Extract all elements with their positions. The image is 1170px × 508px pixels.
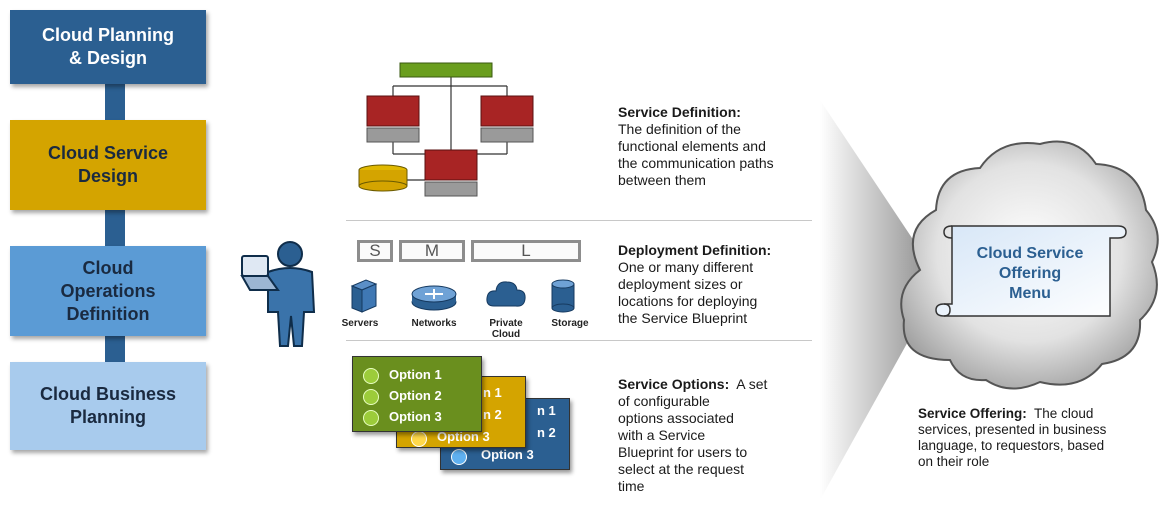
service-options-title: Service Options: — [618, 376, 730, 392]
desc-line: One or many different — [618, 259, 754, 275]
option-label: Option 2 — [389, 388, 442, 403]
diagram-node-shadow — [480, 127, 534, 143]
desc-line: A set — [729, 376, 768, 392]
option-label: Option 1 — [389, 367, 442, 382]
desc-line: select at the request — [618, 461, 745, 477]
resource-label-servers: Servers — [330, 318, 390, 329]
connector-3-4 — [105, 335, 125, 363]
resource-label: Networks — [411, 318, 457, 329]
resource-label-networks: Networks — [404, 318, 464, 329]
desc-line: time — [618, 478, 645, 494]
deployment-definition-title: Deployment Definition: — [618, 242, 772, 258]
diagram-node — [366, 95, 420, 127]
size-label: L — [521, 241, 531, 260]
step-cloud-business-planning: Cloud Business Planning — [10, 362, 206, 450]
desc-line: functional elements and — [618, 138, 766, 154]
option-radio-icon — [363, 368, 379, 384]
step-label: Cloud Service — [47, 143, 169, 163]
step-label: Planning — [70, 407, 146, 427]
step-label: Operations — [60, 280, 156, 301]
diagram-node-shadow — [366, 127, 420, 143]
option-radio-icon — [451, 449, 467, 465]
storage-icon — [551, 279, 575, 313]
resource-label: Servers — [341, 318, 379, 329]
option-label: n 1 — [537, 403, 556, 418]
size-label: S — [369, 241, 381, 260]
desc-line: with a Service — [618, 427, 706, 443]
step-cloud-operations-definition: Cloud Operations Definition — [10, 246, 206, 336]
service-definition-title: Service Definition: — [618, 104, 741, 120]
size-label: M — [424, 241, 440, 260]
service-offering-title: Service Offering: — [918, 406, 1027, 421]
step-label: Cloud — [82, 257, 134, 278]
funnel-arrow — [820, 100, 920, 500]
private-cloud-icon — [486, 281, 526, 307]
option-label: n 2 — [483, 407, 502, 422]
desc-line: between them — [618, 172, 706, 188]
service-options-text: Service Options: A set of configurable o… — [618, 376, 767, 495]
deployment-definition-text: Deployment Definition: One or many diffe… — [618, 242, 771, 327]
diagram-root-node — [399, 62, 493, 78]
menu-title: Cloud Service Offering Menu — [954, 244, 1106, 304]
database-icon — [358, 180, 408, 192]
option-radio-icon — [363, 389, 379, 405]
section-divider — [346, 220, 812, 221]
resource-label-private-cloud: Private Cloud — [476, 318, 536, 340]
option-radio-icon — [363, 410, 379, 426]
server-icon — [350, 279, 378, 313]
service-definition-text: Service Definition: The definition of th… — [618, 104, 774, 189]
diagram-node — [480, 95, 534, 127]
service-blueprint-diagram — [358, 62, 534, 197]
desc-line: deployment sizes or — [618, 276, 743, 292]
network-router-icon — [411, 285, 457, 311]
size-large-box: L — [471, 240, 581, 262]
menu-label: Offering — [998, 265, 1062, 282]
step-label: Definition — [66, 303, 150, 324]
desc-line: on their role — [918, 454, 990, 469]
option-radio-icon — [411, 431, 427, 447]
option-card-front: Option 1 Option 2 Option 3 — [352, 356, 482, 432]
option-label: n 2 — [537, 425, 556, 440]
diagram-node — [424, 149, 478, 181]
desc-line: Blueprint for users to — [618, 444, 748, 460]
size-small-box: S — [357, 240, 393, 262]
size-medium-box: M — [399, 240, 465, 262]
option-label: Option 3 — [481, 447, 534, 462]
step-label: Cloud Business — [39, 384, 177, 404]
step-cloud-service-design: Cloud Service Design — [10, 120, 206, 210]
menu-label: Cloud Service — [976, 245, 1084, 262]
step-label: Cloud Planning — [42, 25, 174, 45]
user-with-laptop-icon — [240, 241, 316, 347]
desc-line: of configurable — [618, 393, 710, 409]
resource-label: Private — [489, 318, 523, 329]
connector-1-2 — [105, 83, 125, 121]
resource-label: Storage — [551, 318, 589, 329]
scroll-menu-icon — [935, 225, 1127, 317]
menu-label: Menu — [1009, 285, 1051, 302]
desc-line: The cloud — [1026, 406, 1094, 421]
resource-label: Cloud — [491, 329, 521, 340]
step-label: & Design — [68, 48, 147, 68]
desc-line: locations for deploying — [618, 293, 758, 309]
step-label: Design — [77, 166, 138, 186]
service-offering-text: Service Offering: The cloud services, pr… — [918, 406, 1106, 470]
desc-line: the Service Blueprint — [618, 310, 748, 326]
option-label: Option 3 — [389, 409, 442, 424]
option-label: n 1 — [483, 385, 502, 400]
resource-label-storage: Storage — [540, 318, 600, 329]
desc-line: The definition of the — [618, 121, 741, 137]
connector-2-3 — [105, 210, 125, 248]
step-cloud-planning-design: Cloud Planning & Design — [10, 10, 206, 84]
desc-line: language, to requestors, based — [918, 438, 1105, 453]
desc-line: services, presented in business — [918, 422, 1107, 437]
desc-line: options associated — [618, 410, 734, 426]
section-divider — [346, 340, 812, 341]
option-label: Option 3 — [437, 429, 490, 444]
diagram-node-shadow — [424, 181, 478, 197]
desc-line: the communication paths — [618, 155, 774, 171]
